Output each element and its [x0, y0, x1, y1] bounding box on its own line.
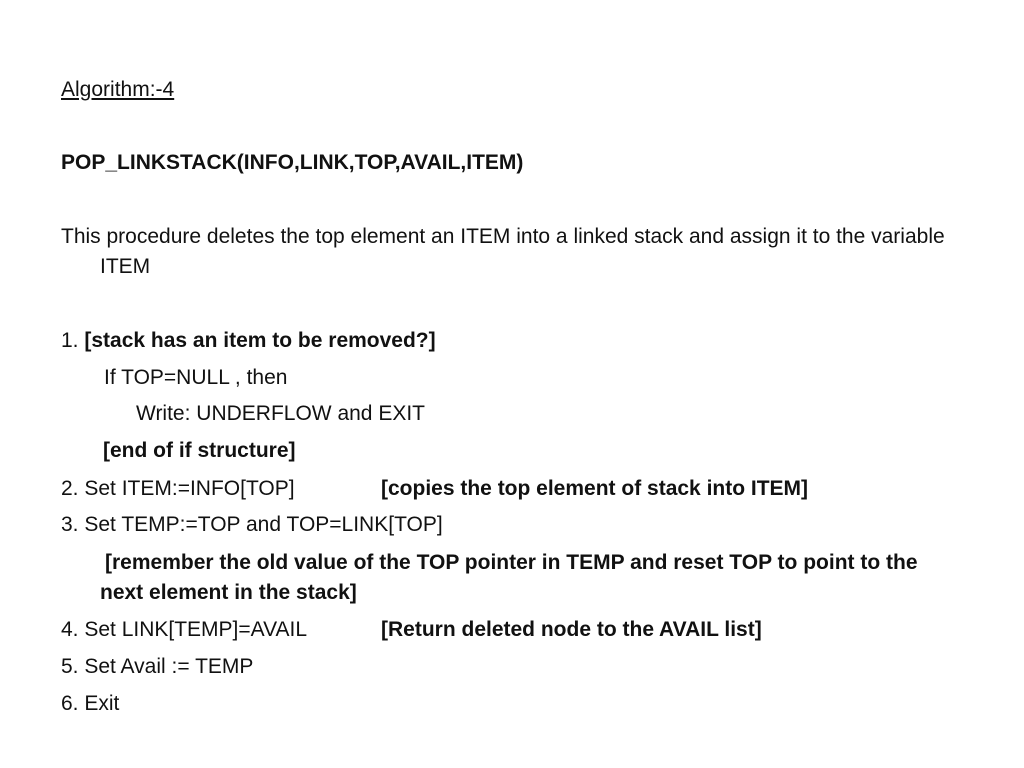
procedure-signature: POP_LINKSTACK(INFO,LINK,TOP,AVAIL,ITEM): [61, 151, 524, 174]
step-2: 2. Set ITEM:=INFO[TOP]: [61, 477, 295, 500]
procedure-description: This procedure deletes the top element a…: [61, 225, 945, 278]
step-1-write-statement: Write: UNDERFLOW and EXIT: [136, 402, 425, 425]
step-1-comment: [stack has an item to be removed?]: [84, 329, 436, 352]
step-1-end-if: [end of if structure]: [103, 439, 296, 462]
step-3: 3. Set TEMP:=TOP and TOP=LINK[TOP]: [61, 513, 443, 536]
step-4-comment: [Return deleted node to the AVAIL list]: [381, 618, 762, 641]
step-4: 4. Set LINK[TEMP]=AVAIL: [61, 618, 308, 641]
step-1-number: 1.: [61, 329, 79, 352]
algorithm-heading: Algorithm:-4: [61, 78, 175, 101]
step-1: 1. [stack has an item to be removed?]: [61, 326, 436, 356]
step-1-if-condition: If TOP=NULL , then: [104, 366, 288, 389]
step-2-comment: [copies the top element of stack into IT…: [381, 477, 809, 500]
step-3-comment: [remember the old value of the TOP point…: [100, 551, 918, 604]
step-5: 5. Set Avail := TEMP: [61, 655, 254, 678]
step-6: 6. Exit: [61, 692, 120, 715]
